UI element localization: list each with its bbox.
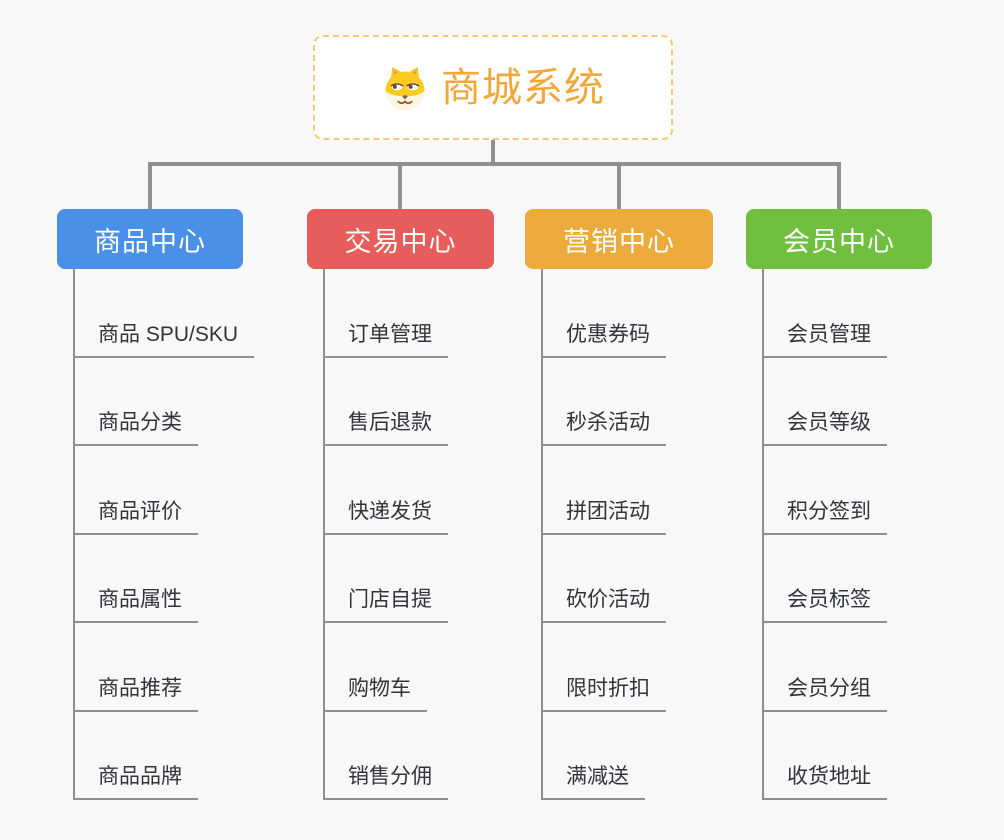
branch-product-center: 商品中心 商品 SPU/SKU 商品分类 商品评价 商品属性 商品推荐 商品品牌	[57, 209, 255, 800]
leaf-node: 销售分佣	[323, 712, 448, 800]
branch-member-center: 会员中心 会员管理 会员等级 积分签到 会员标签 会员分组 收货地址	[746, 209, 932, 800]
leaf-sales-commission[interactable]: 销售分佣	[323, 760, 448, 800]
branch-header-product-center[interactable]: 商品中心	[57, 209, 243, 269]
connector-drop-product	[148, 162, 152, 210]
leaf-member-level[interactable]: 会员等级	[762, 406, 887, 446]
leaf-node: 砍价活动	[541, 535, 666, 623]
branch-trunk-line	[541, 269, 543, 800]
leaf-node: 订单管理	[323, 269, 448, 358]
connector-drop-marketing	[617, 162, 621, 210]
leaf-node: 商品属性	[73, 535, 254, 623]
branch-header-member-center[interactable]: 会员中心	[746, 209, 932, 269]
connector-drop-trade	[398, 162, 402, 210]
root-title: 商城系统	[441, 65, 605, 110]
leaf-group-buying[interactable]: 拼团活动	[541, 495, 666, 535]
leaf-order-management[interactable]: 订单管理	[323, 318, 448, 358]
leaf-node: 会员标签	[762, 535, 887, 623]
branch-trunk-line	[73, 269, 75, 800]
leaf-node: 快递发货	[323, 446, 448, 535]
leaf-product-recommend[interactable]: 商品推荐	[73, 672, 198, 712]
connector-root-stub	[491, 140, 495, 164]
branch-header-marketing-center[interactable]: 营销中心	[525, 209, 713, 269]
leaf-flash-sale[interactable]: 秒杀活动	[541, 406, 666, 446]
branch-trunk-line	[762, 269, 764, 800]
leaf-node: 商品 SPU/SKU	[73, 269, 255, 358]
leaf-full-reduction[interactable]: 满减送	[541, 760, 645, 800]
branch-leaves: 商品 SPU/SKU 商品分类 商品评价 商品属性 商品推荐 商品品牌	[73, 269, 255, 800]
leaf-coupon-code[interactable]: 优惠券码	[541, 318, 666, 358]
leaf-express-delivery[interactable]: 快递发货	[323, 495, 448, 535]
leaf-points-checkin[interactable]: 积分签到	[762, 495, 887, 535]
leaf-product-spu-sku[interactable]: 商品 SPU/SKU	[73, 318, 255, 358]
leaf-node: 售后退款	[323, 358, 448, 446]
leaf-product-review[interactable]: 商品评价	[73, 495, 198, 535]
leaf-product-attribute[interactable]: 商品属性	[73, 583, 198, 623]
branch-leaves: 订单管理 售后退款 快递发货 门店自提 购物车 销售分佣	[323, 269, 448, 800]
leaf-node: 会员管理	[762, 269, 887, 358]
branch-marketing-center: 营销中心 优惠券码 秒杀活动 拼团活动 砍价活动 限时折扣 满减送	[525, 209, 713, 800]
leaf-product-brand[interactable]: 商品品牌	[73, 760, 198, 800]
leaf-node: 积分签到	[762, 446, 887, 535]
leaf-node: 购物车	[323, 623, 448, 712]
branch-leaves: 优惠券码 秒杀活动 拼团活动 砍价活动 限时折扣 满减送	[541, 269, 666, 800]
branch-leaves: 会员管理 会员等级 积分签到 会员标签 会员分组 收货地址	[762, 269, 887, 800]
branch-trunk-line	[323, 269, 325, 800]
leaf-shipping-address[interactable]: 收货地址	[762, 760, 887, 800]
leaf-node: 商品评价	[73, 446, 254, 535]
leaf-node: 拼团活动	[541, 446, 666, 535]
connector-drop-member	[837, 162, 841, 210]
leaf-shopping-cart[interactable]: 购物车	[323, 672, 427, 712]
leaf-node: 秒杀活动	[541, 358, 666, 446]
leaf-node: 优惠券码	[541, 269, 666, 358]
leaf-node: 会员等级	[762, 358, 887, 446]
root-node-mall-system[interactable]: 商城系统	[313, 35, 673, 140]
leaf-node: 会员分组	[762, 623, 887, 712]
leaf-node: 门店自提	[323, 535, 448, 623]
branch-header-trade-center[interactable]: 交易中心	[307, 209, 494, 269]
leaf-product-category[interactable]: 商品分类	[73, 406, 198, 446]
leaf-node: 限时折扣	[541, 623, 666, 712]
leaf-node: 商品分类	[73, 358, 254, 446]
leaf-aftersale-refund[interactable]: 售后退款	[323, 406, 448, 446]
leaf-limited-time-discount[interactable]: 限时折扣	[541, 672, 666, 712]
leaf-member-management[interactable]: 会员管理	[762, 318, 887, 358]
connector-bus-line	[148, 162, 841, 166]
leaf-node: 满减送	[541, 712, 666, 800]
branch-trade-center: 交易中心 订单管理 售后退款 快递发货 门店自提 购物车 销售分佣	[307, 209, 494, 800]
leaf-member-groups[interactable]: 会员分组	[762, 672, 887, 712]
leaf-bargain-activity[interactable]: 砍价活动	[541, 583, 666, 623]
shiba-dog-icon	[385, 66, 425, 110]
leaf-store-pickup[interactable]: 门店自提	[323, 583, 448, 623]
leaf-node: 商品推荐	[73, 623, 254, 712]
leaf-node: 商品品牌	[73, 712, 254, 800]
leaf-member-tags[interactable]: 会员标签	[762, 583, 887, 623]
leaf-node: 收货地址	[762, 712, 887, 800]
